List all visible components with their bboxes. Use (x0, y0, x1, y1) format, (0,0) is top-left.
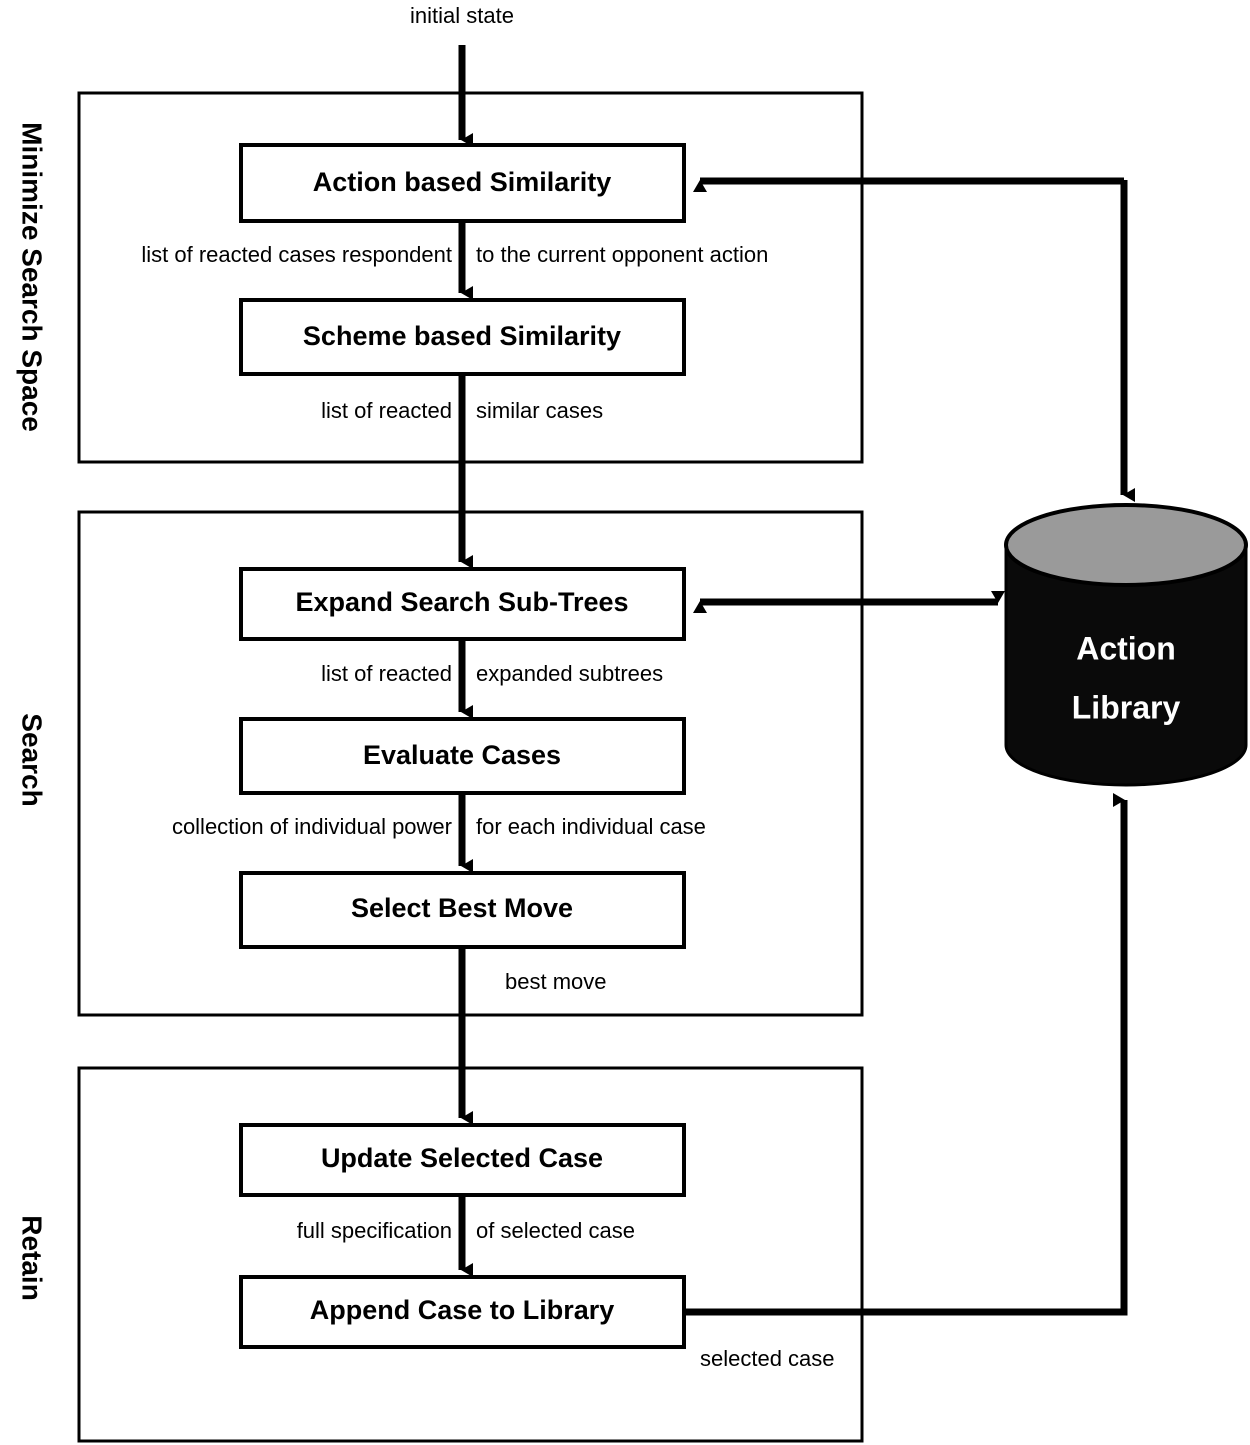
edge-label-6-left: full specification (297, 1218, 452, 1243)
edge-label-1-left: list of reacted cases respondent (141, 242, 452, 267)
edge-label-2-left: list of reacted (321, 398, 452, 423)
section-label-search: Search (17, 713, 48, 806)
process-box-action-based-similarity[interactable] (239, 143, 686, 223)
process-label-expand-search-sub-trees: Expand Search Sub-Trees (295, 587, 628, 617)
cylinder-top-ellipse (1004, 503, 1248, 587)
edge-label-3-right: expanded subtrees (476, 661, 663, 686)
datastore-action-library[interactable]: Action Library (1004, 503, 1248, 787)
edge-label-5-best-move: best move (505, 969, 607, 994)
process-label-update-selected-case: Update Selected Case (321, 1143, 603, 1173)
section-label-minimize-search-space: Minimize Search Space (17, 122, 48, 432)
edge-label-1-right: to the current opponent action (476, 242, 768, 267)
cylinder-body (1004, 543, 1248, 787)
edge-label-4-right: for each individual case (476, 814, 706, 839)
section-box-minimize-search-space (77, 91, 864, 464)
section-box-retain (77, 1066, 864, 1443)
edge-label-7-selected-case: selected case (700, 1346, 835, 1371)
process-label-append-case-to-library: Append Case to Library (310, 1295, 615, 1325)
edge-label-2-right: similar cases (476, 398, 603, 423)
section-label-retain: Retain (17, 1215, 48, 1301)
edge-label-3-left: list of reacted (321, 661, 452, 686)
datastore-label-line1: Action (1076, 630, 1176, 666)
process-box-append-case-to-library[interactable] (239, 1275, 686, 1349)
process-box-expand-search-sub-trees[interactable] (239, 567, 686, 641)
process-box-update-selected-case[interactable] (239, 1123, 686, 1197)
edge-label-4-left: collection of individual power (172, 814, 452, 839)
process-label-evaluate-cases: Evaluate Cases (363, 740, 561, 770)
process-label-action-based-similarity: Action based Similarity (313, 167, 612, 197)
process-box-evaluate-cases[interactable] (239, 717, 686, 795)
flow-arrow-append-to-library (684, 793, 1128, 1316)
process-label-select-best-move: Select Best Move (351, 893, 573, 923)
process-label-scheme-based-similarity: Scheme based Similarity (303, 321, 621, 351)
entry-label-initial-state: initial state (410, 3, 514, 28)
section-box-search (77, 510, 864, 1017)
process-box-scheme-based-similarity[interactable] (239, 298, 686, 376)
edge-label-6-right: of selected case (476, 1218, 635, 1243)
datastore-label-line2: Library (1072, 689, 1181, 725)
